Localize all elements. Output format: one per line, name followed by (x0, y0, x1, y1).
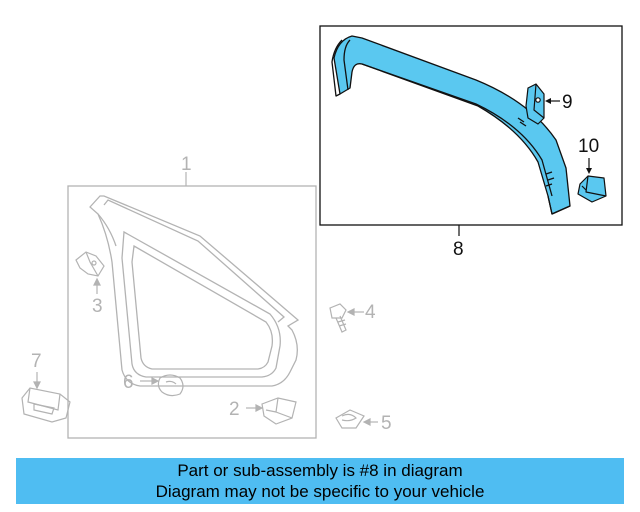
banner-line-disclaimer: Diagram may not be specific to your vehi… (155, 482, 485, 501)
assembly-box-1 (67, 185, 317, 439)
trim-panel-window-frame (121, 230, 281, 378)
callout-8: 8 (453, 239, 464, 260)
callout-5: 5 (381, 413, 392, 434)
callout-1: 1 (181, 154, 192, 175)
inset-box-8 (319, 25, 623, 226)
part-3-clip (75, 251, 105, 294)
tailgate-trim-assembly (67, 185, 317, 439)
banner-line-part: Part or sub-assembly is #8 in diagram (177, 461, 463, 480)
callout-4: 4 (365, 302, 376, 323)
callout-10: 10 (578, 136, 599, 157)
part-8-handle-bar (331, 35, 571, 215)
arrow-9 (545, 98, 551, 104)
part-2-retainer (246, 397, 297, 425)
info-banner: Part or sub-assembly is #8 in diagram Di… (16, 458, 624, 504)
part-5-nut-clip (335, 409, 378, 429)
trim-panel-inner-lip (103, 199, 285, 323)
part-10-cap (577, 175, 607, 203)
part-9-bracket (525, 83, 545, 125)
trim-panel-edge (97, 213, 117, 247)
callout-3: 3 (92, 296, 103, 317)
highlight-inset: 9 10 (319, 25, 623, 226)
callout-6: 6 (123, 372, 134, 393)
trim-panel-window-inner (131, 244, 274, 370)
part-7-cover (21, 372, 71, 423)
arrow-10 (586, 168, 592, 174)
callout-9: 9 (562, 92, 573, 113)
callout-2: 2 (229, 399, 240, 420)
part-4-screw (329, 303, 364, 333)
callout-7: 7 (31, 351, 42, 372)
part-6-grommet (140, 374, 184, 397)
trim-panel-outer (89, 195, 300, 387)
